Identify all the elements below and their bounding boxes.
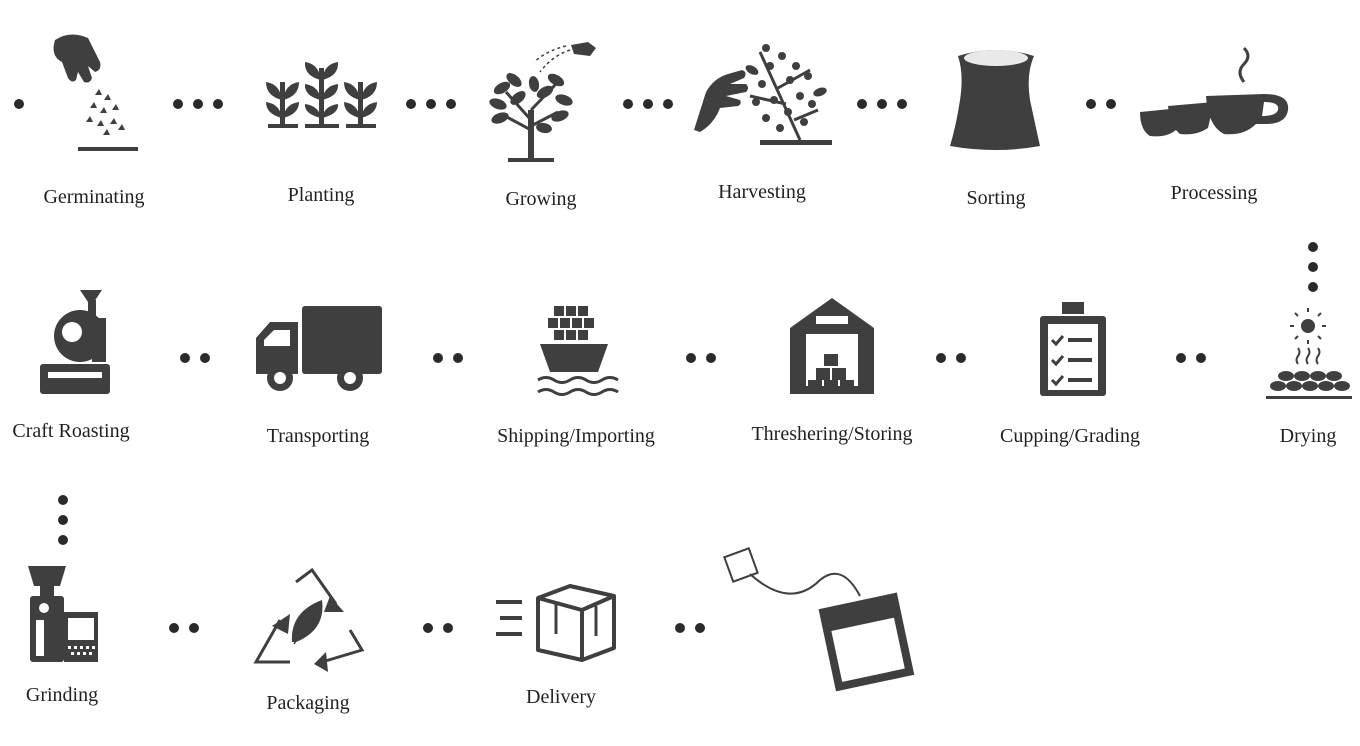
step-label-cupping-grading: Cupping/Grading — [1000, 425, 1140, 447]
step-label-threshering-storing: Threshering/Storing — [751, 423, 913, 445]
recycle-leaf-icon — [253, 567, 365, 672]
step-label-germinating: Germinating — [43, 186, 145, 208]
step-label-drying: Drying — [1279, 425, 1337, 447]
step-label-delivery: Delivery — [526, 686, 596, 708]
seed-hand-icon — [53, 34, 138, 151]
step-label-growing: Growing — [505, 188, 577, 210]
step-label-craft-roasting: Craft Roasting — [12, 420, 130, 442]
step-label-processing: Processing — [1170, 182, 1258, 204]
cups-icon — [1140, 46, 1289, 137]
step-label-packaging: Packaging — [266, 692, 350, 714]
connector-dots — [14, 99, 1318, 633]
step-label-shipping-importing: Shipping/Importing — [497, 425, 655, 447]
truck-icon — [256, 306, 382, 391]
step-label-planting: Planting — [287, 184, 355, 206]
harvest-hand-icon — [694, 44, 832, 145]
sack-icon — [950, 50, 1040, 150]
clipboard-icon — [1040, 302, 1106, 396]
delivery-box-icon — [496, 584, 616, 662]
roaster-icon — [40, 290, 110, 394]
sun-beans-icon — [1266, 308, 1352, 399]
grinder-icon — [28, 566, 98, 662]
step-label-harvesting: Harvesting — [718, 181, 806, 203]
tea-bag-icon — [723, 547, 915, 692]
seedlings-icon — [266, 62, 377, 128]
watering-tree-icon — [489, 42, 596, 162]
step-label-sorting: Sorting — [966, 187, 1026, 209]
ship-icon — [537, 306, 619, 396]
step-label-grinding: Grinding — [25, 684, 99, 706]
step-label-transporting: Transporting — [266, 425, 370, 447]
warehouse-icon — [790, 298, 874, 394]
